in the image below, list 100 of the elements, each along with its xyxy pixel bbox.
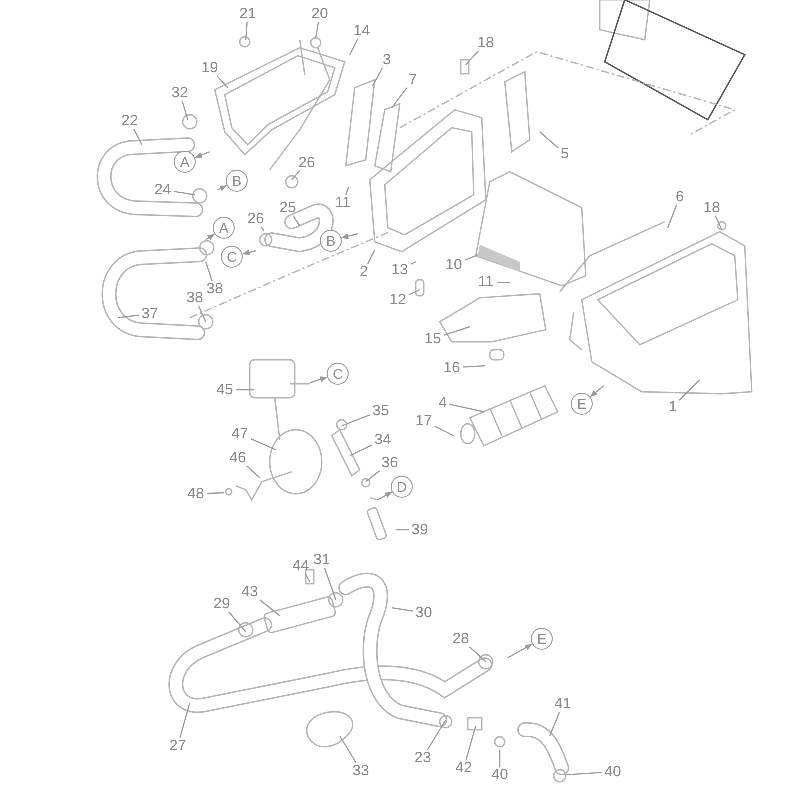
arrow	[194, 151, 210, 158]
arrow	[341, 233, 358, 240]
leader-line	[466, 50, 480, 66]
callout-number: 46	[230, 450, 246, 466]
callout-number: 6	[676, 190, 684, 204]
callout-number: 42	[456, 760, 472, 776]
callout-number: 37	[142, 306, 158, 322]
leader-line	[133, 128, 143, 146]
leader-line	[367, 250, 376, 264]
callout-number: 11	[478, 274, 494, 290]
callout-number: 14	[354, 24, 370, 38]
callout-number: 32	[172, 86, 188, 100]
leader-line	[260, 600, 280, 616]
callout-number: 25	[280, 200, 296, 216]
leader-line	[174, 191, 196, 196]
leader-line	[466, 726, 477, 760]
callout-number: 1	[668, 400, 678, 414]
leader-line	[236, 389, 254, 391]
leader-line	[246, 466, 260, 478]
leader-line	[324, 568, 337, 600]
callout-number: 2	[360, 264, 368, 280]
callout-number: 48	[188, 486, 204, 502]
callout-number: 38	[206, 282, 224, 296]
callout-number: 35	[372, 404, 390, 418]
callout-number: 18	[704, 200, 720, 216]
leader-line	[228, 612, 246, 632]
leader-line	[339, 736, 357, 764]
leader-line	[372, 68, 384, 86]
leader-line	[392, 88, 408, 108]
callout-number: 33	[352, 764, 370, 778]
callout-number: 29	[214, 596, 230, 612]
leader-line	[464, 254, 478, 261]
leader-line	[182, 100, 189, 120]
leader-line	[245, 22, 248, 40]
callout-number: 47	[232, 426, 248, 442]
leader-line	[396, 529, 409, 531]
leader-line	[715, 216, 723, 230]
leader-line	[549, 712, 560, 736]
leader-line	[410, 261, 416, 266]
leader-line	[349, 38, 359, 56]
leader-line	[408, 289, 420, 296]
callout-number: 18	[478, 36, 494, 50]
leader-line	[292, 216, 300, 226]
callout-number: 38	[186, 290, 204, 306]
leader-line	[345, 186, 350, 196]
leader-line	[216, 76, 228, 88]
leader-line	[292, 170, 300, 180]
leader-line	[462, 365, 486, 368]
leader-line	[180, 702, 191, 738]
leader-line	[206, 492, 224, 494]
leader-line	[350, 444, 372, 457]
callout-number: 40	[604, 764, 622, 780]
arrow	[310, 376, 328, 384]
callout-number: 27	[170, 738, 186, 754]
leader-line	[444, 326, 470, 336]
callout-number: 19	[202, 60, 218, 76]
leader-line	[366, 470, 380, 482]
callout-number: 24	[154, 182, 172, 198]
callout-number: 23	[414, 750, 432, 766]
leader-line	[679, 380, 700, 401]
leader-line	[469, 646, 486, 662]
leader-line	[434, 426, 454, 437]
leader-line	[566, 772, 602, 776]
callout-number: 17	[416, 414, 432, 428]
callout-number: 41	[554, 696, 572, 712]
arrow	[590, 386, 604, 398]
callout-number: 7	[408, 72, 418, 88]
callout-number: 30	[416, 606, 432, 620]
leader-line	[315, 22, 320, 38]
leader-line	[198, 306, 207, 322]
callout-number: 21	[240, 6, 256, 22]
callout-number: 34	[374, 432, 392, 448]
arrow	[206, 234, 216, 240]
callout-number: 4	[438, 396, 448, 410]
callout-number: 16	[444, 360, 460, 376]
arrow	[242, 250, 256, 256]
callout-number: 40	[492, 768, 508, 782]
leader-line	[205, 262, 213, 282]
arrow	[508, 644, 533, 659]
callout-number: 26	[298, 156, 316, 170]
callout-number: 20	[312, 6, 328, 22]
leader-line	[496, 282, 510, 284]
callout-number: 22	[122, 114, 138, 128]
arrow	[218, 185, 228, 192]
leader-line	[250, 438, 276, 451]
leader-line	[667, 204, 678, 228]
callout-number: 45	[216, 382, 234, 398]
callout-number: 31	[314, 552, 330, 568]
leader-line	[304, 574, 311, 582]
callout-number: 26	[248, 212, 264, 226]
callout-number: 10	[446, 258, 462, 272]
callout-number: 3	[382, 52, 392, 68]
leader-line	[260, 226, 264, 232]
callout-number: 15	[424, 332, 442, 346]
leader-line	[540, 132, 559, 149]
leader-line	[392, 607, 414, 612]
leader-line	[499, 750, 501, 767]
arrow	[378, 492, 393, 501]
leader-line	[342, 414, 370, 427]
leader-line	[118, 314, 140, 319]
